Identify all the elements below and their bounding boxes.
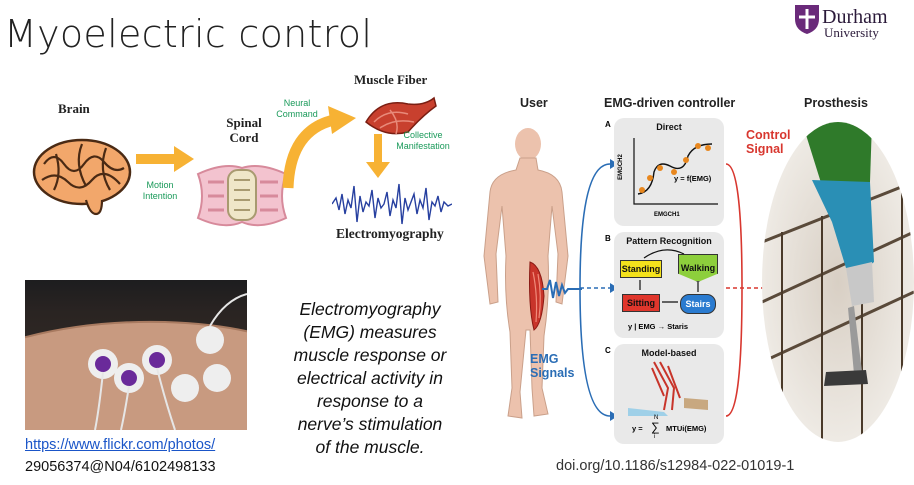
arrow-down-icon [366, 134, 390, 178]
slide-title: Myoelectric control [4, 12, 373, 56]
col-user: User [520, 96, 548, 110]
collective-line1: Collective [403, 130, 443, 140]
collective-line2: Manifestation [396, 141, 450, 151]
emg-signals-line1: EMG [530, 352, 559, 366]
muscle-fiber-label: Muscle Fiber [354, 72, 428, 87]
durham-crest-icon [795, 5, 819, 34]
control-signal-line1: Control [746, 128, 791, 142]
panel-model-based: C Model-based y = N ∑ i MTUi(EMG) [605, 344, 724, 444]
panel-b-letter: B [605, 234, 611, 243]
doi-reference: doi.org/10.1186/s12984-022-01019-1 [556, 458, 795, 474]
panel-a-letter: A [605, 120, 611, 129]
neural-command-line1: Neural [283, 98, 311, 108]
box-stairs: Stairs [680, 294, 716, 314]
sum-icon: ∑ [651, 420, 660, 434]
col-prosthesis: Prosthesis [804, 96, 868, 110]
box-sitting: Sitting [622, 294, 660, 312]
university-logo: Durham University [822, 6, 888, 40]
panel-direct: A Direct y = f(EMG) EMGCH2 EMGCH1 [605, 118, 724, 226]
emg-wave-icon [542, 279, 582, 299]
control-signal-line2: Signal [746, 142, 784, 156]
panel-c-eq-left: y = [632, 424, 643, 433]
emg-description: Electromyography (EMG) measures muscle r… [284, 298, 456, 459]
motion-intention-line2: Intention [142, 191, 178, 201]
panel-c-sum-bottom: i [654, 434, 656, 440]
motion-intention-label: Motion Intention [136, 180, 184, 202]
brain-label: Brain [58, 101, 90, 116]
panel-b-eq-right: Staris [667, 322, 689, 331]
panel-a-title: Direct [656, 122, 682, 132]
prosthesis-stairs-icon [762, 122, 914, 442]
muscle-fiber-icon [365, 96, 437, 135]
description-line: muscle response or [293, 345, 447, 365]
panel-c-letter: C [605, 346, 611, 355]
description-line: of the muscle. [315, 437, 425, 457]
panel-b-eq-left: y | EMG [628, 322, 656, 331]
panel-a-xaxis: EMGCH1 [654, 212, 680, 218]
controller-figure: User EMG-driven controller Prosthesis EM… [470, 88, 914, 448]
panel-c-title: Model-based [641, 348, 697, 358]
description-line: electrical activity in [297, 368, 443, 388]
collective-manifestation-label: Collective Manifestation [390, 130, 456, 152]
description-line: Electromyography [299, 299, 441, 319]
arrow-cord-to-fiber-icon [282, 106, 356, 189]
arrow-brain-to-cord-icon [136, 146, 194, 172]
arm-photo [25, 280, 247, 430]
panel-b-title: Pattern Recognition [626, 236, 712, 246]
logo-line2: University [824, 25, 879, 40]
panel-c-sum-top: N [654, 415, 659, 421]
motion-intention-line1: Motion [146, 180, 174, 190]
arm-electrodes-icon [25, 293, 247, 430]
emg-waveform-icon [332, 183, 452, 225]
panel-c-eq-right: MTUi(EMG) [666, 424, 707, 433]
panel-pattern-recognition: B Pattern Recognition Standing Walking S… [605, 232, 724, 338]
arrow-right-icon: → [657, 322, 668, 331]
prosthesis-photo [762, 122, 914, 442]
col-controller: EMG-driven controller [604, 96, 736, 110]
neural-diagram: Brain Motion Intention Spinal Cord Neura… [18, 70, 456, 265]
spinal-cord-icon [196, 165, 288, 227]
flickr-photo-id: 29056374@N04/6102498133 [25, 459, 216, 475]
panel-b-equation: y | EMG → Staris [628, 322, 688, 331]
emg-signals-line2: Signals [530, 366, 575, 380]
description-line: response to a [316, 391, 424, 411]
spinal-cord-line1: Spinal [226, 115, 262, 130]
emg-signals-label: EMG Signals [530, 352, 574, 380]
description-line: nerve’s stimulation [297, 414, 443, 434]
neural-command-label: Neural Command [272, 98, 322, 120]
panel-a-equation: y = f(EMG) [674, 174, 712, 183]
brain-icon [32, 138, 132, 216]
box-standing: Standing [620, 260, 662, 278]
state-transition-arrows-icon [639, 249, 699, 303]
control-signal-label: Control Signal [746, 128, 790, 156]
logo-line1: Durham [822, 6, 888, 28]
musculoskeletal-model-icon [628, 361, 708, 416]
description-line: (EMG) measures [303, 322, 437, 342]
human-figure-icon [483, 128, 569, 419]
neural-command-line2: Command [276, 109, 318, 119]
panel-a-yaxis: EMGCH2 [617, 154, 624, 180]
spinal-cord-label: Spinal Cord [214, 115, 274, 145]
flickr-link[interactable]: https://www.flickr.com/photos/ [25, 437, 216, 453]
spinal-cord-line2: Cord [229, 130, 259, 145]
direct-plot-icon [633, 138, 718, 205]
electromyography-label: Electromyography [336, 226, 444, 241]
